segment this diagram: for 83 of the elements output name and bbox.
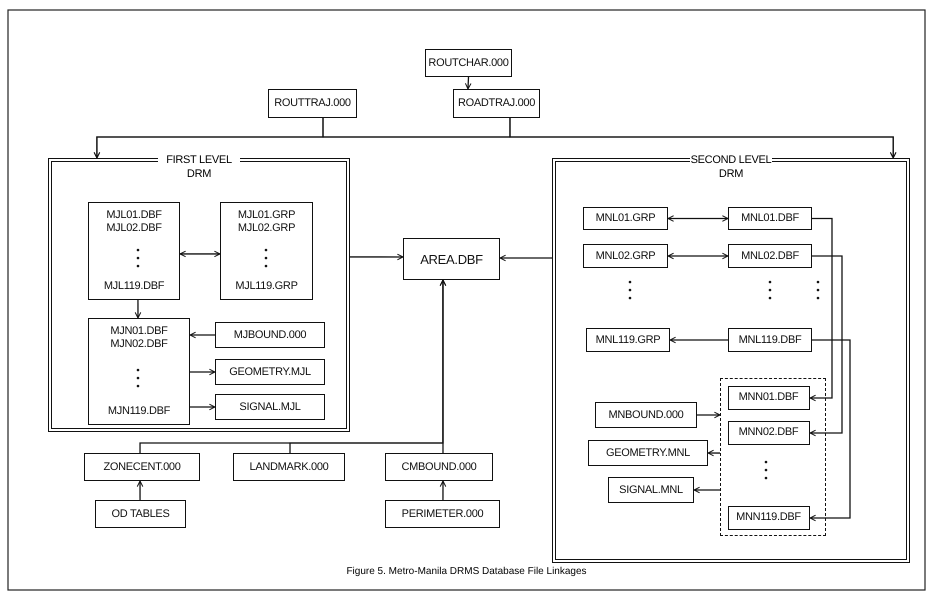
file-box	[268, 89, 357, 118]
arrow	[697, 412, 720, 418]
arrow	[670, 336, 728, 344]
file-box	[95, 500, 186, 528]
file-name: ZONECENT.000	[103, 460, 181, 474]
arrow	[810, 218, 833, 402]
file-box	[233, 453, 345, 481]
file-name: GEOMETRY.MNL	[606, 446, 690, 460]
arrow	[190, 404, 216, 410]
dashed-group-box	[720, 378, 826, 536]
file-box	[385, 500, 500, 528]
arrow	[136, 480, 144, 500]
file-name: MJBOUND.000	[234, 328, 306, 342]
arrow	[440, 480, 446, 500]
file-box	[583, 244, 668, 268]
arrow	[500, 254, 552, 262]
file-name: MNN01.DBF	[738, 391, 798, 404]
file-name: OD TABLES	[111, 508, 170, 520]
file-box	[88, 202, 180, 300]
arrow	[509, 118, 896, 158]
arrow	[464, 76, 472, 90]
arrow	[668, 215, 728, 222]
arrow	[190, 368, 216, 376]
file-name: MNL02.DBF	[741, 250, 799, 262]
file-name: MNN02.DBF	[738, 426, 798, 439]
file-box	[220, 202, 313, 300]
file-box	[728, 244, 812, 268]
file-name: MNL119.DBF	[738, 334, 802, 346]
file-name: ROUTTRAJ.000	[274, 97, 351, 110]
file-name: ROUTCHAR.000	[428, 56, 509, 70]
file-name: PERIMETER.000	[402, 508, 484, 520]
file-name: SIGNAL.MJL	[239, 400, 301, 414]
file-name: MJL02.DBF	[106, 222, 162, 235]
file-name: MNBOUND.000	[608, 408, 684, 422]
arrow	[810, 255, 843, 436]
file-box	[588, 440, 708, 466]
file-box	[215, 394, 325, 420]
arrow	[810, 339, 851, 522]
file-name: AREA.DBF	[420, 252, 483, 266]
file-name: MJL119.DBF	[104, 280, 164, 293]
arrow	[708, 450, 720, 456]
file-name: CMBOUND.000	[402, 460, 476, 474]
file-name: MNN119.DBF	[736, 511, 801, 524]
file-box	[728, 506, 810, 530]
file-name: MJL01.DBF	[106, 209, 162, 222]
arrow	[694, 486, 720, 494]
arrow	[134, 300, 142, 318]
file-name: MJN01.DBF	[110, 325, 168, 338]
file-box	[728, 420, 810, 444]
file-name: MJL01.GRP	[238, 209, 296, 222]
file-box	[88, 318, 190, 425]
file-box	[84, 453, 200, 481]
file-name: LANDMARK.000	[250, 460, 328, 474]
file-box	[583, 207, 668, 230]
figure-caption: Figure 5. Metro-Manila DRMS Database File Linkages	[345, 566, 588, 577]
file-box	[728, 386, 810, 410]
file-name: MJN02.DBF	[110, 338, 168, 351]
file-box	[608, 477, 694, 503]
file-name: MNL01.GRP	[596, 212, 656, 225]
file-name: MJL119.GRP	[235, 280, 298, 293]
file-box	[595, 402, 697, 428]
arrow	[180, 250, 220, 258]
file-box	[215, 322, 325, 348]
arrow	[668, 252, 728, 260]
arrow	[440, 280, 446, 453]
file-name: GEOMETRY.MJL	[229, 366, 311, 378]
file-name: SIGNAL.MNL	[619, 484, 683, 496]
file-box	[215, 359, 325, 385]
file-name: ROADTRAJ.000	[458, 97, 536, 110]
file-box	[728, 328, 812, 352]
file-box	[453, 89, 540, 118]
file-name: MNL02.GRP	[596, 250, 656, 262]
file-name: MJL02.GRP	[238, 222, 296, 235]
file-name: MNL119.GRP	[596, 334, 660, 346]
file-box	[586, 328, 670, 352]
file-box	[385, 453, 493, 481]
file-name: MJN119.DBF	[108, 405, 170, 418]
arrow	[350, 254, 404, 260]
arrow	[190, 332, 215, 338]
file-box	[425, 49, 512, 77]
file-name: MNL01.DBF	[741, 212, 799, 225]
file-box	[728, 207, 812, 230]
file-box	[403, 238, 500, 280]
